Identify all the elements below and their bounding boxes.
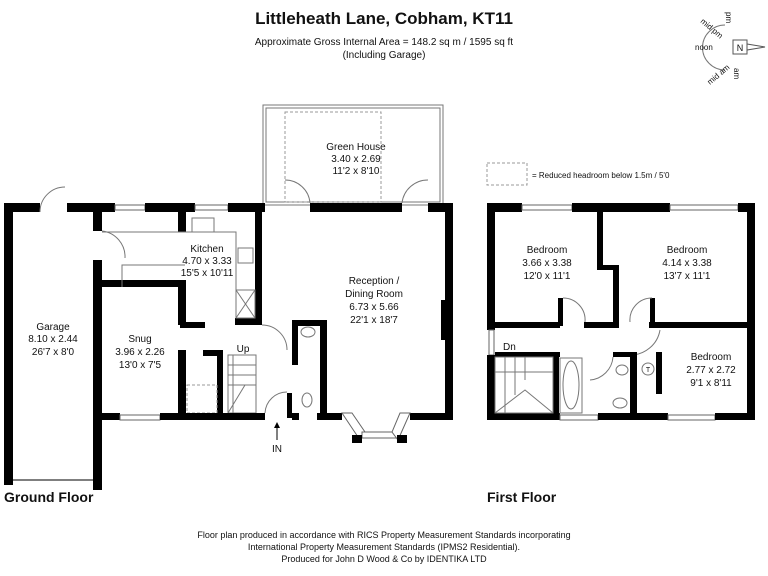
svg-text:Green House: Green House bbox=[326, 142, 386, 153]
svg-text:N: N bbox=[737, 43, 744, 53]
svg-text:Bedroom: Bedroom bbox=[691, 352, 732, 363]
ground-floor-label: Ground Floor bbox=[4, 489, 94, 505]
room-kitchen: Kitchen 4.70 x 3.33 15'5 x 10'11 bbox=[181, 244, 234, 279]
svg-text:Reception /: Reception / bbox=[349, 276, 400, 287]
svg-text:Bedroom: Bedroom bbox=[667, 245, 708, 256]
svg-text:noon: noon bbox=[695, 43, 713, 52]
svg-text:13'0 x 7'5: 13'0 x 7'5 bbox=[119, 360, 162, 371]
room-reception: Reception / Dining Room 6.73 x 5.66 22'1… bbox=[345, 276, 403, 326]
svg-text:3.96 x 2.26: 3.96 x 2.26 bbox=[115, 347, 165, 358]
svg-text:22'1 x 18'7: 22'1 x 18'7 bbox=[350, 315, 398, 326]
svg-text:8.10 x 2.44: 8.10 x 2.44 bbox=[28, 334, 78, 345]
svg-text:am: am bbox=[732, 68, 741, 79]
footer-line-3: Produced for John D Wood & Co by IDENTIK… bbox=[281, 554, 487, 564]
svg-text:12'0 x 11'1: 12'0 x 11'1 bbox=[523, 271, 570, 282]
svg-text:mid am: mid am bbox=[706, 63, 732, 87]
room-green-house: Green House 3.40 x 2.69 11'2 x 8'10 bbox=[326, 142, 386, 177]
first-floor-walls: T bbox=[487, 203, 755, 421]
first-floor-label: First Floor bbox=[487, 489, 557, 505]
reduced-headroom-swatch bbox=[486, 162, 528, 186]
svg-text:2.77 x 2.72: 2.77 x 2.72 bbox=[686, 365, 736, 376]
legend-text: = Reduced headroom below 1.5m / 5'0 bbox=[532, 171, 670, 180]
svg-text:6.73 x 5.66: 6.73 x 5.66 bbox=[349, 302, 399, 313]
svg-text:3.66 x 3.38: 3.66 x 3.38 bbox=[522, 258, 572, 269]
ground-floor-walls bbox=[4, 104, 453, 490]
svg-text:13'7 x 11'1: 13'7 x 11'1 bbox=[663, 271, 710, 282]
svg-text:3.40 x 2.69: 3.40 x 2.69 bbox=[331, 154, 381, 165]
svg-text:15'5 x 10'11: 15'5 x 10'11 bbox=[181, 268, 234, 279]
svg-text:Bedroom: Bedroom bbox=[527, 245, 568, 256]
svg-text:Kitchen: Kitchen bbox=[190, 244, 223, 255]
area-text: Approximate Gross Internal Area = 148.2 … bbox=[255, 37, 513, 48]
svg-text:mid pm: mid pm bbox=[699, 17, 725, 41]
svg-text:Dining Room: Dining Room bbox=[345, 289, 403, 300]
svg-text:4.70 x 3.33: 4.70 x 3.33 bbox=[182, 256, 232, 267]
svg-text:pm: pm bbox=[724, 12, 733, 23]
svg-text:11'2 x 8'10: 11'2 x 8'10 bbox=[332, 166, 379, 177]
footer-line-1: Floor plan produced in accordance with R… bbox=[197, 530, 570, 540]
room-bedroom-3: Bedroom 2.77 x 2.72 9'1 x 8'11 bbox=[686, 352, 736, 389]
svg-text:26'7 x 8'0: 26'7 x 8'0 bbox=[32, 347, 75, 358]
svg-text:4.14 x 3.38: 4.14 x 3.38 bbox=[662, 258, 712, 269]
stairs-down-label: Dn bbox=[503, 342, 516, 353]
room-bedroom-2: Bedroom 4.14 x 3.38 13'7 x 11'1 bbox=[662, 245, 712, 282]
area-note: (Including Garage) bbox=[343, 50, 426, 61]
room-bedroom-1: Bedroom 3.66 x 3.38 12'0 x 11'1 bbox=[522, 245, 572, 282]
footer-line-2: International Property Measurement Stand… bbox=[248, 542, 520, 552]
svg-text:9'1 x 8'11: 9'1 x 8'11 bbox=[690, 378, 732, 389]
room-garage: Garage 8.10 x 2.44 26'7 x 8'0 bbox=[28, 322, 78, 358]
page-title: Littleheath Lane, Cobham, KT11 bbox=[255, 9, 513, 28]
tank-label: T bbox=[646, 367, 651, 374]
entrance-label: IN bbox=[272, 444, 282, 455]
room-snug: Snug 3.96 x 2.26 13'0 x 7'5 bbox=[115, 334, 165, 371]
stairs-up-label: Up bbox=[237, 344, 250, 355]
svg-text:Garage: Garage bbox=[36, 322, 70, 333]
svg-text:Snug: Snug bbox=[128, 334, 151, 345]
compass-icon: N mid pm pm noon mid am am bbox=[695, 12, 766, 87]
